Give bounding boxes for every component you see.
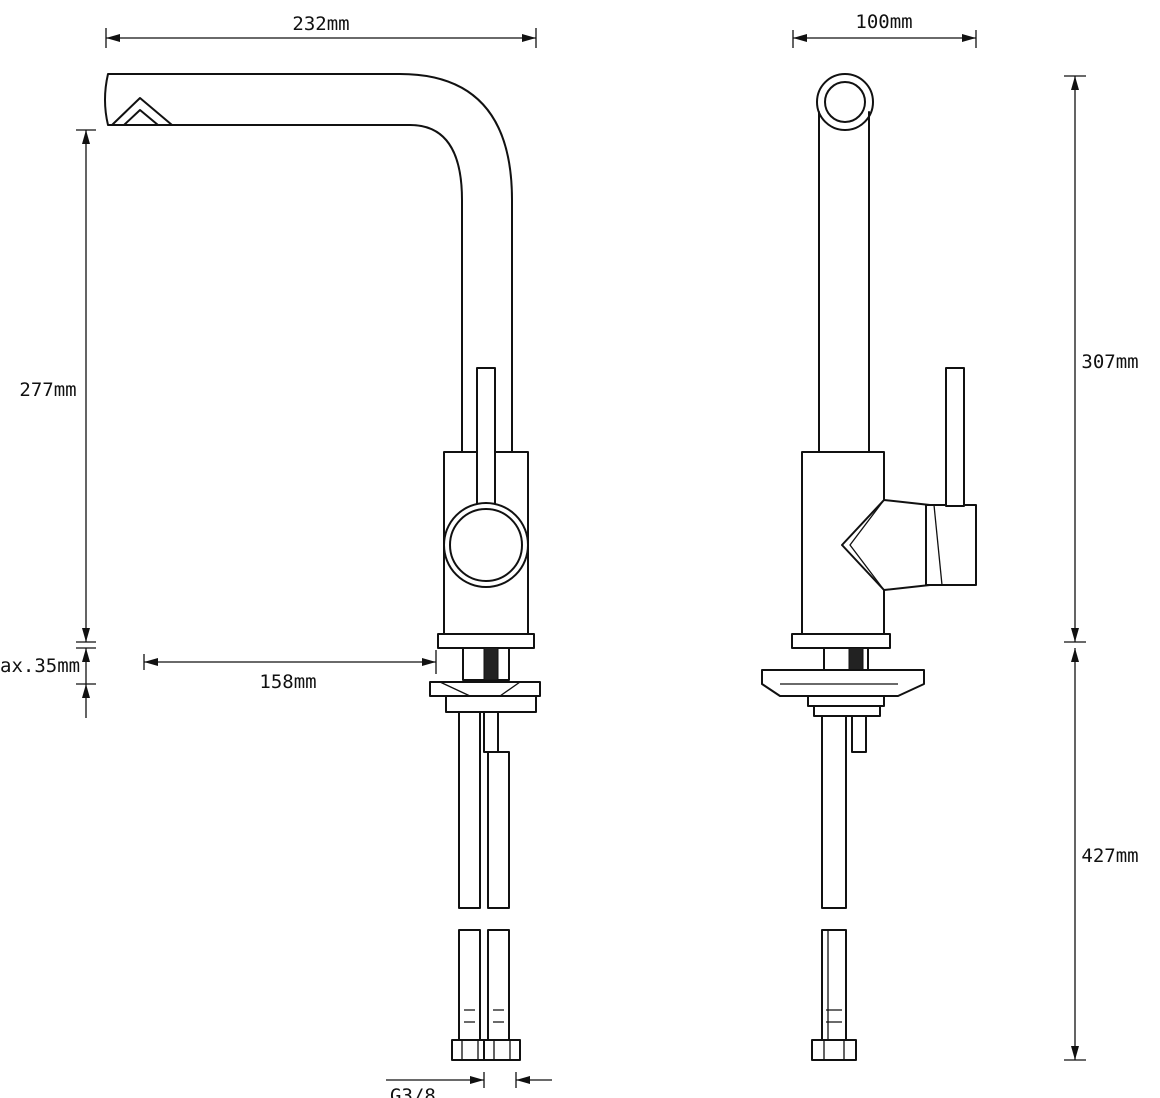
- side-washer: [807, 695, 885, 707]
- front-lever: [476, 367, 496, 511]
- label-spout-height: 277mm: [19, 379, 76, 401]
- side-lever: [945, 367, 965, 507]
- dim-reach: 158mm: [143, 650, 437, 693]
- side-spout-end-inner: [824, 81, 866, 123]
- side-spout-column: [818, 111, 870, 453]
- side-view: [761, 73, 977, 1061]
- dim-side-width: 100mm: [792, 11, 977, 48]
- side-handle-knob: [925, 504, 977, 586]
- side-handle-cone-edge: [849, 499, 885, 591]
- dim-hose-length: 427mm: [1064, 648, 1139, 1061]
- side-handle-knob-edge: [933, 504, 943, 586]
- dim-top-width: 232mm: [105, 13, 537, 48]
- front-aerator: [111, 97, 173, 126]
- side-base-ring: [791, 633, 891, 649]
- front-handle-outer: [443, 502, 529, 588]
- side-nut: [813, 705, 881, 717]
- dim-thread: G3/8: [386, 1072, 552, 1098]
- front-hose-crimp: [464, 1009, 504, 1023]
- side-hose-lower: [821, 929, 847, 1041]
- dim-max-thickness: ax.35mm: [0, 647, 96, 718]
- side-nut-flats: [823, 1040, 845, 1060]
- side-hose-upper: [821, 715, 847, 909]
- front-handle-inner: [449, 508, 523, 582]
- front-stud-end: [483, 711, 499, 753]
- side-nut-bottom: [811, 1039, 857, 1061]
- label-total-height: 307mm: [1081, 351, 1138, 373]
- front-mounting-plate: [429, 681, 541, 713]
- front-base-ring: [437, 633, 535, 649]
- dim-spout-height: 277mm: [19, 129, 96, 643]
- label-hose-length: 427mm: [1081, 845, 1138, 867]
- front-spout: [104, 73, 513, 453]
- side-stud-thread: [848, 647, 864, 671]
- dim-total-height: 307mm: [1064, 75, 1139, 643]
- front-hose-left-lower: [458, 929, 481, 1041]
- front-nut-left: [451, 1039, 489, 1061]
- side-handle-cone: [841, 499, 931, 591]
- front-hose-right-upper: [487, 751, 510, 909]
- side-mounting-plate: [761, 669, 925, 697]
- front-view: [104, 73, 541, 1061]
- front-plate-detail: [439, 681, 521, 697]
- front-nut-flats: [461, 1040, 511, 1060]
- front-stud-thread: [483, 647, 499, 681]
- label-max-thickness: ax.35mm: [0, 655, 80, 677]
- front-nut-right: [483, 1039, 521, 1061]
- front-hose-right-lower: [487, 929, 510, 1041]
- side-hose-crimp: [826, 1009, 842, 1023]
- side-stud-end: [851, 715, 867, 753]
- label-thread: G3/8: [390, 1085, 436, 1098]
- label-reach: 158mm: [259, 671, 316, 693]
- label-side-width: 100mm: [855, 11, 912, 33]
- label-top-width: 232mm: [292, 13, 349, 35]
- front-hose-left-upper: [458, 711, 481, 909]
